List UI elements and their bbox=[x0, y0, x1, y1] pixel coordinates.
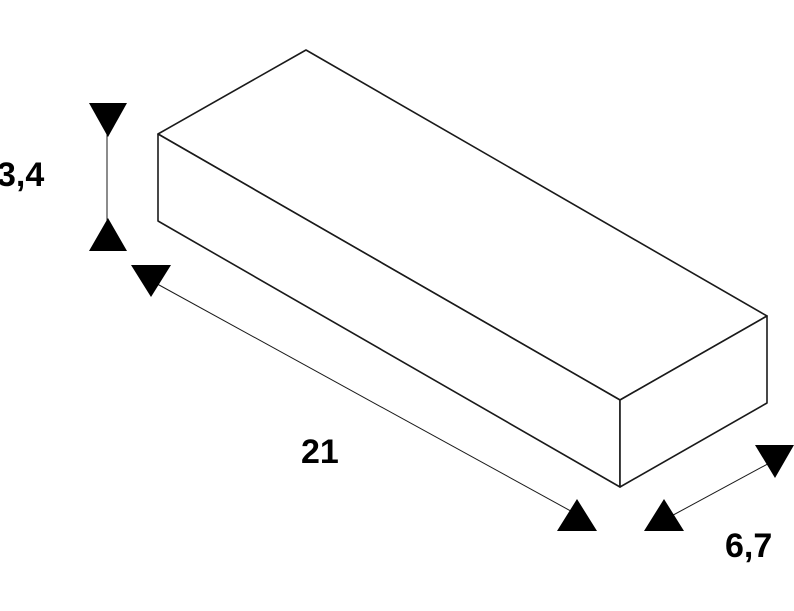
width-arrow-end bbox=[755, 445, 794, 478]
height-arrow-bottom bbox=[89, 218, 127, 251]
length-dimension: 21 bbox=[131, 265, 597, 531]
height-arrow-top bbox=[89, 103, 127, 137]
box-body bbox=[157, 49, 768, 488]
length-dimension-line bbox=[149, 279, 579, 516]
height-label: 3,4 bbox=[0, 156, 44, 194]
length-label: 21 bbox=[301, 433, 339, 471]
width-label: 6,7 bbox=[725, 527, 772, 565]
box-side-face bbox=[619, 315, 768, 488]
height-dimension: 3,4 bbox=[0, 103, 127, 251]
length-arrow-end bbox=[557, 499, 597, 531]
width-dimension: 6,7 bbox=[644, 445, 794, 565]
length-arrow-start bbox=[131, 265, 171, 297]
width-dimension-line bbox=[663, 459, 776, 521]
width-arrow-start bbox=[644, 499, 684, 531]
